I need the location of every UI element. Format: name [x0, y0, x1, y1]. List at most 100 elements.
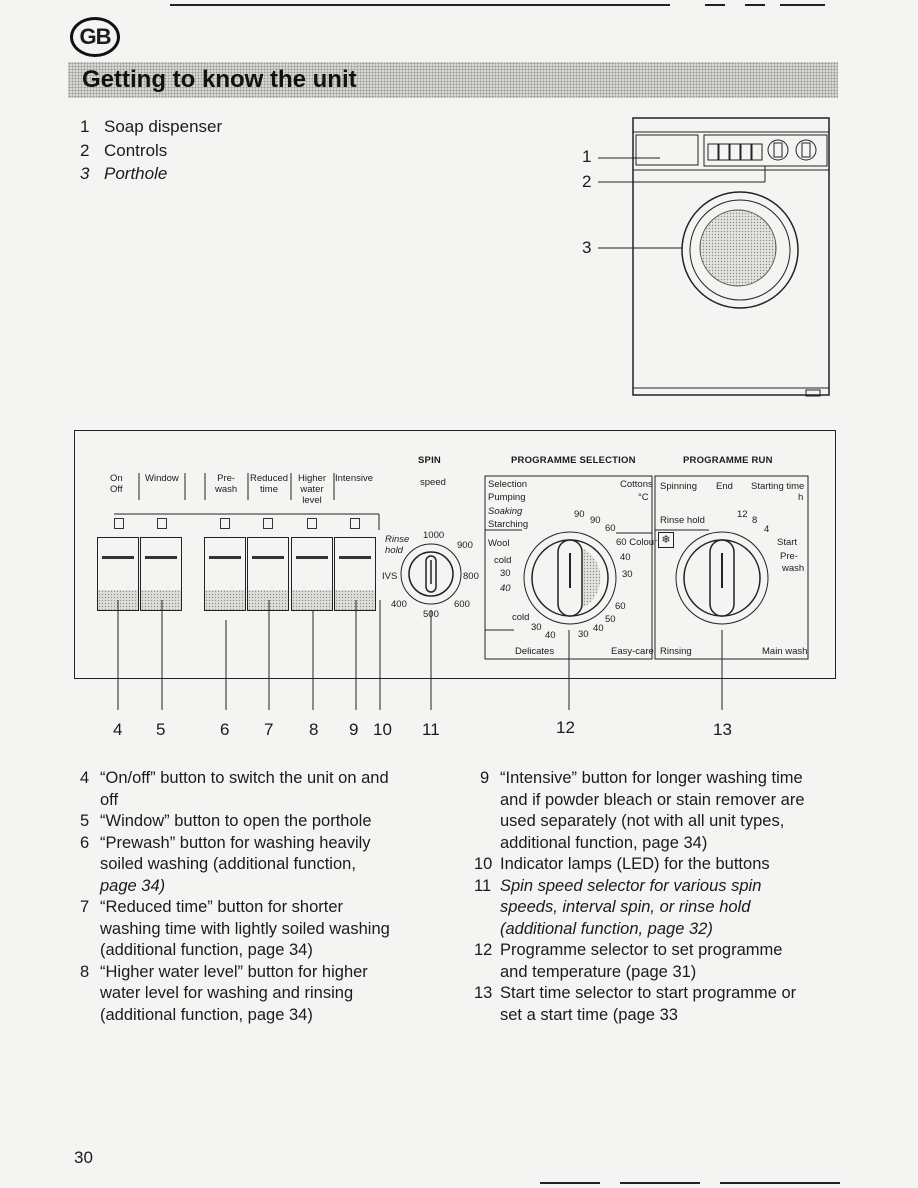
- prog-label: Starching: [488, 519, 529, 530]
- spin-value: 1000: [423, 530, 445, 541]
- run-label: Main wash: [762, 646, 808, 657]
- spin-value: 900: [457, 540, 473, 551]
- spin-value: 600: [454, 599, 470, 610]
- prog-label: Cottons: [620, 479, 653, 490]
- run-label: wash: [782, 563, 805, 574]
- run-label: 4: [764, 524, 770, 535]
- description-item: 5“Window” button to open the porthole: [80, 812, 372, 830]
- prog-label: 60: [615, 601, 626, 612]
- descriptions-right: 9“Intensive” button for longer washing t…: [474, 768, 844, 1026]
- prog-label: 30: [578, 629, 589, 640]
- reduced-time-button[interactable]: [247, 537, 289, 611]
- prog-label: 40: [620, 552, 631, 563]
- intensive-button[interactable]: [334, 537, 376, 611]
- spin-subheading: speed: [420, 477, 446, 488]
- intensive-label: Intensive: [335, 473, 374, 484]
- callout-number: 10: [373, 720, 392, 739]
- run-label: 8: [752, 515, 758, 526]
- run-label: Start: [777, 537, 798, 548]
- run-label: Rinsing: [660, 646, 692, 657]
- callout-number: 7: [264, 720, 274, 739]
- prog-label: 90: [590, 515, 601, 526]
- prog-label: Wool: [488, 538, 510, 549]
- bottom-rule-dash: [620, 1182, 700, 1184]
- prog-label: 40: [593, 623, 604, 634]
- callout-number: 11: [422, 720, 440, 739]
- prog-label: 30: [531, 622, 542, 633]
- prog-label: Easy-care: [611, 646, 654, 657]
- prog-label: Selection: [488, 479, 528, 490]
- run-label: Starting time: [751, 481, 805, 492]
- led-indicator: [307, 518, 317, 529]
- programme-selector-dial[interactable]: [520, 528, 620, 628]
- callout-number: 8: [309, 720, 319, 739]
- prog-label: 30: [500, 568, 511, 579]
- prog-label: Pumping: [488, 492, 526, 503]
- label-dividers: [114, 473, 380, 530]
- bottom-rule-dash: [720, 1182, 840, 1184]
- prog-label: 60: [605, 523, 616, 534]
- spin-value: 400: [391, 599, 407, 610]
- top-rule: [170, 4, 670, 6]
- top-rule-dash: [745, 4, 765, 6]
- led-indicator: [157, 518, 167, 529]
- callout-leaders: [117, 600, 723, 710]
- top-rule-dash: [705, 4, 725, 6]
- callout-number: 13: [713, 720, 732, 739]
- spin-speed-dial[interactable]: [398, 540, 464, 610]
- callout-number: 12: [556, 718, 575, 737]
- higher-water-button[interactable]: [291, 537, 333, 611]
- prog-label: cold: [512, 612, 530, 623]
- description-item: 9“Intensive” button for longer washing t…: [480, 769, 805, 852]
- led-indicator: [114, 518, 124, 529]
- figure-label-1: 1: [582, 147, 592, 166]
- prog-label: 40: [500, 583, 511, 594]
- run-label: Rinse hold: [660, 515, 705, 526]
- prog-label: Soaking: [488, 506, 523, 517]
- washing-machine-illustration: [598, 117, 830, 397]
- description-item: 4“On/off” button to switch the unit on a…: [80, 769, 389, 809]
- page-number: 30: [74, 1148, 93, 1167]
- page-title: Getting to know the unit: [82, 66, 357, 93]
- run-label: h: [798, 492, 804, 503]
- descriptions-left: 4“On/off” button to switch the unit on a…: [80, 768, 440, 1026]
- bottom-rule-dash: [540, 1182, 600, 1184]
- run-label: Spinning: [660, 481, 697, 492]
- programme-run-heading: PROGRAMME RUN: [683, 455, 773, 466]
- led-indicator: [263, 518, 273, 529]
- top-rule-dash: [780, 4, 825, 6]
- prog-label: 40: [545, 630, 556, 641]
- spin-value: 800: [463, 571, 479, 582]
- prewash-button[interactable]: [204, 537, 246, 611]
- led-indicator: [350, 518, 360, 529]
- programme-selection-heading: PROGRAMME SELECTION: [511, 455, 636, 466]
- run-label: Pre-: [780, 551, 798, 562]
- callout-number: 4: [113, 720, 123, 739]
- callout-number: 6: [220, 720, 230, 739]
- start-time-dial[interactable]: [672, 528, 772, 628]
- snowflake-icon: ❄: [658, 532, 674, 548]
- run-label: 12: [737, 509, 748, 520]
- callout-number: 9: [349, 720, 359, 739]
- run-label: End: [716, 481, 733, 492]
- title-bar: [68, 62, 838, 98]
- prog-label: 30: [622, 569, 633, 580]
- prog-label: °C: [638, 492, 649, 503]
- prog-label: Delicates: [515, 646, 555, 657]
- window-label: Window: [145, 473, 179, 484]
- programme-run-frame: [654, 475, 809, 660]
- window-button[interactable]: [140, 537, 182, 611]
